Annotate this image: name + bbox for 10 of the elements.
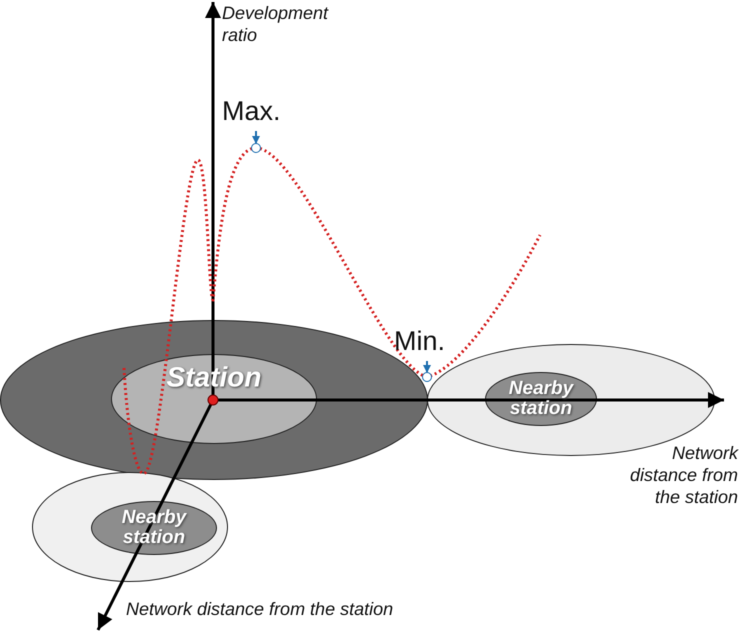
pointer-arrow [423, 361, 431, 373]
station-label: Nearby station [508, 379, 575, 419]
axis-label: Network distance from the station [628, 442, 738, 508]
axis-label: Development ratio [222, 2, 330, 46]
point-label: Min. [394, 326, 446, 357]
pointer-arrow [252, 131, 260, 144]
curve-point-marker [422, 372, 432, 382]
axis-label: Network distance from the station [126, 598, 394, 620]
point-label: Max. [222, 96, 281, 127]
curve-point-marker [251, 143, 261, 153]
